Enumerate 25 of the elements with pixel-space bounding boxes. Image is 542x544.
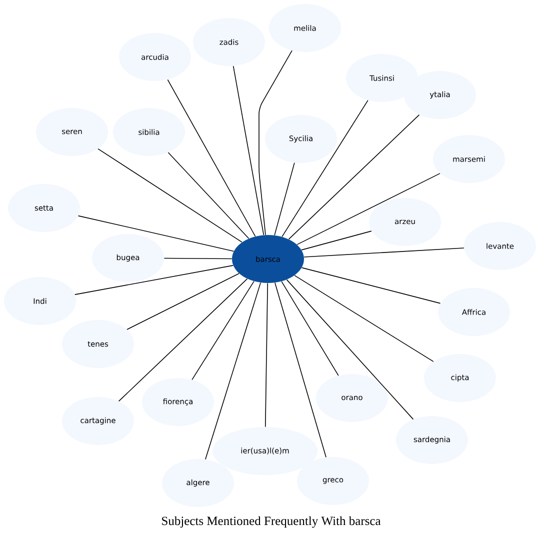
connector-line xyxy=(301,230,372,250)
connector-line xyxy=(74,265,234,295)
connector-line xyxy=(282,100,368,238)
connector-line xyxy=(168,152,250,239)
connector-line xyxy=(304,248,464,258)
connector-line xyxy=(205,282,261,460)
connector-line xyxy=(118,278,248,402)
connector-line xyxy=(296,173,440,245)
connector-line xyxy=(301,267,441,304)
connector-line xyxy=(288,114,420,240)
chart-title: Subjects Mentioned Frequently With barsca xyxy=(162,516,381,528)
connector-line xyxy=(98,148,242,243)
connector-line xyxy=(294,275,434,362)
connector-line xyxy=(232,66,264,236)
connector-line xyxy=(264,282,268,428)
connector-line xyxy=(164,258,232,260)
connector-line xyxy=(286,279,414,420)
connector-line xyxy=(258,50,292,236)
connector-line xyxy=(78,215,234,252)
connector-line xyxy=(167,79,256,237)
connector-line xyxy=(192,280,254,380)
connector-line xyxy=(281,281,339,376)
connector-line xyxy=(274,162,295,236)
connector-line xyxy=(274,282,326,458)
connector-line xyxy=(126,273,240,330)
